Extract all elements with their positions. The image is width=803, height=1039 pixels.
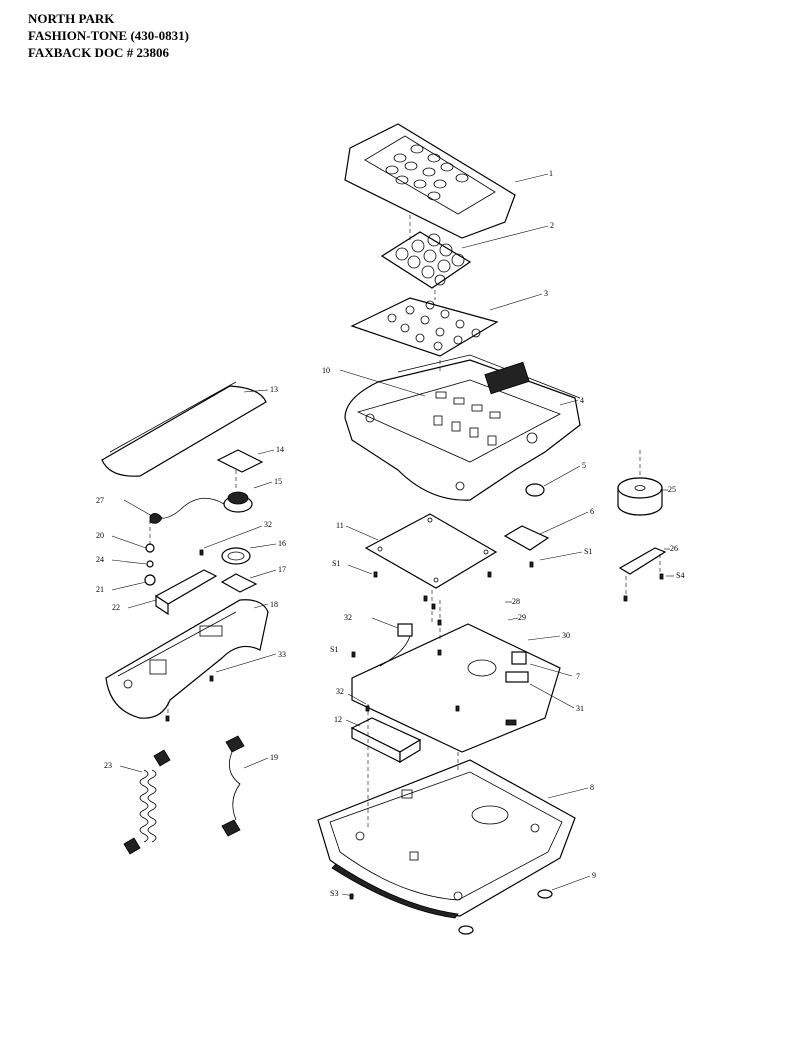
callout-29: 29 <box>518 613 526 622</box>
part-microphone-pad <box>220 573 258 593</box>
callout-15: 15 <box>274 477 282 486</box>
part-handset-top <box>101 381 267 477</box>
callout-1: 1 <box>549 169 553 178</box>
callout-10: 10 <box>322 366 330 375</box>
part-transmitter-ring <box>221 547 251 565</box>
callout-26: 26 <box>670 544 678 553</box>
part-small-board <box>503 525 550 551</box>
callout-14: 14 <box>276 445 284 454</box>
part-wire-connector <box>379 623 413 667</box>
header-model: FASHION-TONE (430-0831) <box>28 28 189 43</box>
callout-23: 23 <box>104 761 112 770</box>
callout-12: 12 <box>334 715 342 724</box>
part-coiled-cord <box>123 749 171 855</box>
part-handset-weight <box>154 569 218 616</box>
part-base-plate <box>364 513 498 589</box>
part-weight-block <box>350 717 422 764</box>
callout-s1-pcb: S1 <box>330 645 338 654</box>
part-top-housing <box>344 354 581 501</box>
part-line-cord <box>221 735 245 837</box>
callout-31: 31 <box>576 704 584 713</box>
callout-s1-right: S1 <box>584 547 592 556</box>
callout-25: 25 <box>668 485 676 494</box>
callout-20: 20 <box>96 531 104 540</box>
callout-30: 30 <box>562 631 570 640</box>
part-hook-switch <box>144 543 156 586</box>
part-handset-panel <box>216 449 264 473</box>
callout-11: 11 <box>336 521 344 530</box>
part-main-pcb <box>351 623 561 753</box>
callout-22: 22 <box>112 603 120 612</box>
part-mounting-bracket <box>618 547 667 575</box>
callout-4: 4 <box>580 396 584 405</box>
header-brand: NORTH PARK <box>28 11 115 26</box>
callout-27: 27 <box>96 496 104 505</box>
callout-6: 6 <box>590 507 594 516</box>
callout-3: 3 <box>544 289 548 298</box>
callout-21: 21 <box>96 585 104 594</box>
callout-32-connector: 32 <box>344 613 352 622</box>
callout-19: 19 <box>270 753 278 762</box>
callout-24: 24 <box>96 555 104 564</box>
callout-2: 2 <box>550 221 554 230</box>
part-receiver <box>157 491 253 519</box>
document-header: NORTH PARK FASHION-TONE (430-0831) FAXBA… <box>28 10 189 61</box>
callout-5: 5 <box>582 461 586 470</box>
screws <box>165 549 664 900</box>
callout-17: 17 <box>278 565 286 574</box>
callout-13: 13 <box>270 385 278 394</box>
callout-s3: S3 <box>330 889 338 898</box>
assembly-lines <box>149 215 459 830</box>
part-transformer <box>617 477 663 516</box>
part-keypad-bezel <box>344 123 516 239</box>
callout-32-handset: 32 <box>264 520 272 529</box>
callout-s4: S4 <box>676 571 684 580</box>
callout-16: 16 <box>278 539 286 548</box>
part-rubber-keys <box>380 231 472 289</box>
callout-33: 33 <box>278 650 286 659</box>
header-doc-number: FAXBACK DOC # 23806 <box>28 45 169 60</box>
callout-s1-left: S1 <box>332 559 340 568</box>
callout-8: 8 <box>590 783 594 792</box>
callout-32-pcb: 32 <box>336 687 344 696</box>
part-handset-bottom <box>105 599 269 719</box>
callout-9: 9 <box>592 871 596 880</box>
keypad-holes <box>385 144 469 201</box>
part-bottom-housing <box>317 759 576 919</box>
callout-28: 28 <box>512 597 520 606</box>
part-buzzer <box>525 483 545 497</box>
callout-7: 7 <box>576 672 580 681</box>
part-rubber-foot <box>458 889 553 935</box>
callout-18: 18 <box>270 600 278 609</box>
part-switch-membrane <box>350 297 499 357</box>
part-handset-wire-clip <box>149 513 163 524</box>
